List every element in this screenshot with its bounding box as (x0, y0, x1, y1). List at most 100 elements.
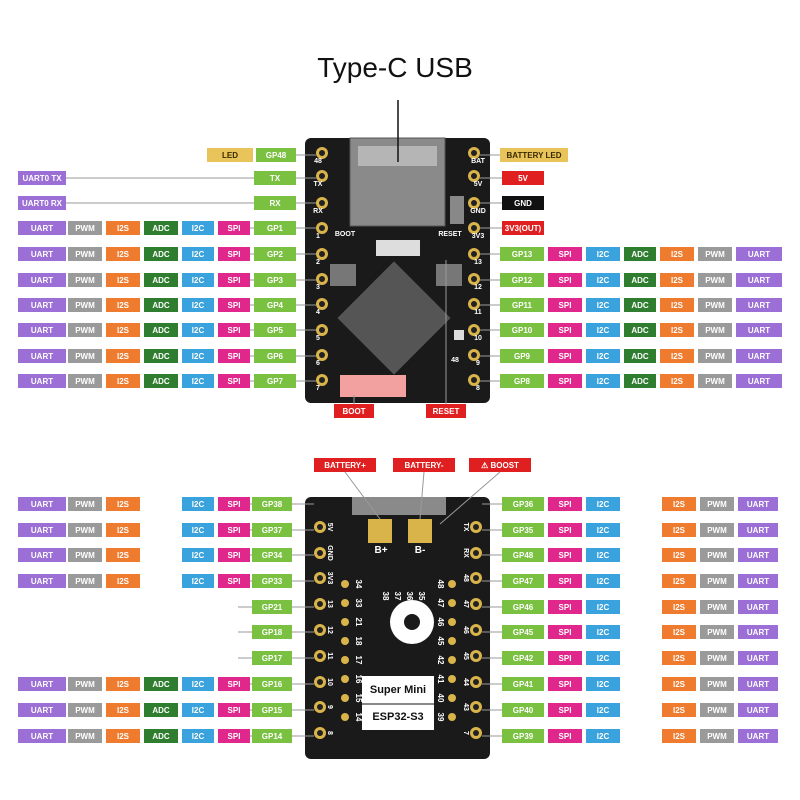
func-spi-label-text: SPI (228, 377, 241, 386)
func-uart-label-text: UART (31, 551, 53, 560)
func-i2c-label-text: I2C (597, 551, 610, 560)
func-pwm-label-text: PWM (705, 377, 725, 386)
func-spi-label-text: SPI (559, 603, 572, 612)
pin-gp13-label (500, 247, 544, 261)
func-i2c-label (586, 625, 620, 639)
inner-pin-label: 15 (354, 694, 363, 703)
func-uart-label-text: UART (31, 301, 53, 310)
func-uart-label (736, 298, 782, 312)
func-spi-label (218, 729, 250, 743)
pin-hole-inner (317, 679, 323, 685)
func-i2s-label-text: I2S (671, 352, 684, 361)
func-pwm-label-text: PWM (75, 500, 95, 509)
func-i2c-label-text: I2C (192, 250, 205, 259)
pin-hole-inner (471, 200, 477, 206)
uart0-rx-label-text: UART0 RX (22, 199, 63, 208)
pin-gp5-label-text: GP5 (267, 326, 284, 335)
inner-mid-label: 36 (405, 592, 414, 601)
func-uart-label-text: UART (747, 706, 769, 715)
board-pin-label: 48 (462, 574, 469, 582)
board-pin-label: BAT (471, 158, 486, 165)
func-adc-label (144, 729, 178, 743)
pin-gp1-label (254, 221, 296, 235)
func-pwm-label-text: PWM (707, 706, 727, 715)
func-i2s-label-text: I2S (673, 680, 686, 689)
func-uart-label (18, 729, 66, 743)
func-i2c-label (182, 374, 214, 388)
inner-pad (341, 637, 349, 645)
func-spi-label (548, 273, 582, 287)
func-spi-label-text: SPI (228, 276, 241, 285)
func-pwm-label-text: PWM (75, 250, 95, 259)
func-pwm-label (700, 729, 734, 743)
5v-label (502, 171, 544, 185)
func-i2s-label (106, 273, 140, 287)
func-i2c-label-text: I2C (597, 301, 610, 310)
func-uart-label (18, 247, 66, 261)
pin-gp40-label (502, 703, 544, 717)
func-uart-label-text: UART (747, 654, 769, 663)
func-uart-label-text: UART (747, 628, 769, 637)
pin-hole-inner (317, 575, 323, 581)
battery-led-label (500, 148, 568, 162)
func-i2c-label-text: I2C (192, 732, 205, 741)
rx-label (254, 196, 296, 210)
func-i2c-label-text: I2C (597, 326, 610, 335)
func-pwm-label (68, 574, 102, 588)
func-i2s-label-text: I2S (671, 377, 684, 386)
func-i2s-label (660, 247, 694, 261)
func-i2s-label-text: I2S (117, 500, 130, 509)
func-i2s-label-text: I2S (671, 250, 684, 259)
func-pwm-label-text: PWM (75, 224, 95, 233)
func-i2s-label (662, 703, 696, 717)
func-uart-label-text: UART (31, 500, 53, 509)
func-i2s-label-text: I2S (671, 301, 684, 310)
func-spi-label-text: SPI (228, 352, 241, 361)
board-pin-label: 10 (326, 678, 333, 686)
func-pwm-label-text: PWM (707, 500, 727, 509)
board-pin-label: 9 (476, 360, 480, 367)
func-i2c-label-text: I2C (597, 706, 610, 715)
func-adc-label (144, 703, 178, 717)
pin-hole-inner (319, 150, 325, 156)
func-i2c-label (586, 651, 620, 665)
pin-gp37-label-text: GP37 (262, 526, 283, 535)
func-pwm-label-text: PWM (75, 377, 95, 386)
func-i2c-label (586, 574, 620, 588)
func-i2s-label (106, 247, 140, 261)
func-uart-label (738, 574, 778, 588)
pin-hole-inner (317, 550, 323, 556)
func-i2s-label-text: I2S (673, 500, 686, 509)
pin-gp42-label-text: GP42 (513, 654, 534, 663)
board-pin-label: 12 (326, 626, 333, 634)
func-i2s-label-text: I2S (673, 551, 686, 560)
pin-gp6-label-text: GP6 (267, 352, 284, 361)
func-uart-label-text: UART (747, 500, 769, 509)
func-i2s-label-text: I2S (117, 706, 130, 715)
func-uart-label-text: UART (747, 577, 769, 586)
func-adc-label-text: ADC (631, 250, 649, 259)
pin-gp6-label (254, 349, 296, 363)
func-uart-label-text: UART (748, 352, 770, 361)
func-uart-label-text: UART (747, 551, 769, 560)
func-pwm-label (700, 548, 734, 562)
pin-hole-inner (319, 200, 325, 206)
func-pwm-label (68, 703, 102, 717)
func-i2s-label-text: I2S (117, 352, 130, 361)
func-i2c-label-text: I2C (597, 377, 610, 386)
pin-gp5-label (254, 323, 296, 337)
func-uart-label-text: UART (31, 352, 53, 361)
func-adc-label-text: ADC (152, 706, 170, 715)
pin-gp10-label (500, 323, 544, 337)
pin-gp21-label (252, 600, 292, 614)
pin-gp17-label (252, 651, 292, 665)
func-uart-label (18, 374, 66, 388)
pin-hole-inner (471, 352, 477, 358)
rx-label-text: RX (269, 199, 281, 208)
bottom-usb (352, 497, 446, 515)
func-uart-label-text: UART (31, 706, 53, 715)
inner-pad (341, 675, 349, 683)
func-spi-label (548, 247, 582, 261)
func-uart-label (18, 548, 66, 562)
boost-tag (469, 458, 531, 472)
